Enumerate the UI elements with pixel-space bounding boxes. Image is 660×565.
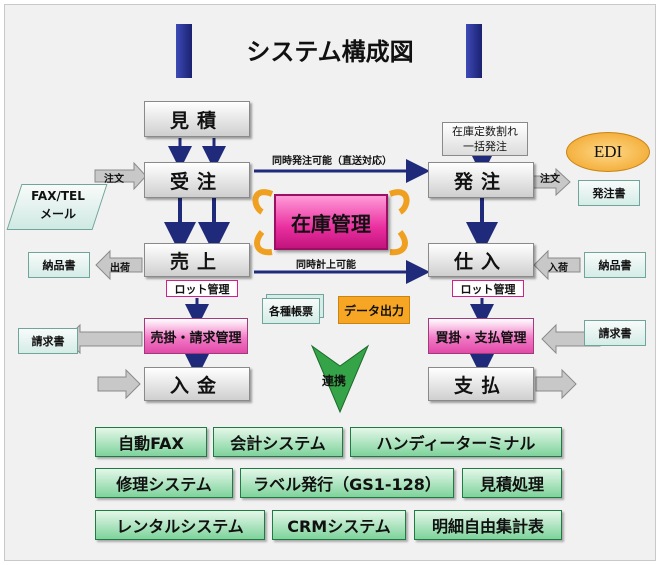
module-label: ラベル発行（GS1-128） — [240, 468, 454, 498]
nohinsho-left: 納品書 — [28, 252, 90, 278]
seikyusho-right: 請求書 — [584, 320, 646, 346]
module-meisai: 明細自由集計表 — [414, 510, 562, 540]
urikake-box: 売掛・請求管理 — [144, 318, 248, 354]
module-shuri: 修理システム — [95, 468, 233, 498]
arrow-nyuka — [533, 249, 581, 281]
curve-arrow-right-bottom — [389, 230, 408, 256]
arrow-shiharai-right — [535, 368, 577, 400]
arrow-fax-chumon — [94, 161, 147, 191]
faxtel-label: FAX/TEL — [31, 189, 85, 203]
title-bar-right — [466, 24, 482, 78]
line-bottom-label: 同時計上可能 — [296, 260, 356, 271]
module-handy: ハンディーターミナル — [350, 427, 562, 457]
module-jidou-fax: 自動FAX — [95, 427, 207, 457]
shiharai-box: 支払 — [428, 367, 534, 401]
curve-arrow-right-top — [388, 189, 410, 215]
zaiko-box: 在庫管理 — [274, 194, 388, 250]
uriage-box: 売上 — [144, 243, 250, 277]
curve-arrow-left-top — [252, 189, 274, 215]
mail-label: メール — [39, 207, 76, 221]
page-title: システム構成図 — [246, 38, 414, 66]
arrow-shukka — [95, 249, 143, 281]
teisu-line-1: 在庫定数割れ — [452, 125, 518, 138]
module-mitsumori: 見積処理 — [462, 468, 562, 498]
hatchusho: 発注書 — [578, 180, 640, 206]
renkei-label: 連携 — [322, 374, 347, 388]
lot-left: ロット管理 — [166, 280, 238, 297]
shukka-label: 出荷 — [110, 263, 130, 274]
nohinsho-right: 納品書 — [584, 252, 646, 278]
teisu-line-2: 一括発注 — [463, 140, 507, 153]
nyuka-label: 入荷 — [548, 263, 568, 274]
reports-box: 各種帳票 — [262, 298, 320, 324]
teisu-box — [442, 122, 528, 156]
line-top-label: 同時発注可能（直送対応） — [272, 156, 392, 167]
seikyusho-left: 請求書 — [18, 328, 78, 354]
curve-arrow-left-bottom — [254, 230, 273, 256]
chumon-right-label: 注文 — [540, 174, 560, 185]
data-out-box: データ出力 — [338, 296, 410, 324]
nyukin-box: 入金 — [144, 367, 250, 401]
module-crm: CRMシステム — [272, 510, 406, 540]
edi-ellipse: EDI — [566, 132, 650, 172]
juchu-box: 受注 — [144, 162, 250, 198]
mitsumori-box: 見積 — [144, 101, 250, 137]
hatchu-box: 発注 — [428, 162, 534, 198]
shiire-box: 仕入 — [428, 243, 534, 277]
chumon-left-label: 注文 — [104, 174, 124, 185]
arrow-nyukin-left — [97, 368, 141, 400]
title-bar-left — [176, 24, 192, 78]
renkei-arrow — [310, 344, 370, 414]
module-kaikei: 会計システム — [213, 427, 343, 457]
module-rental: レンタルシステム — [95, 510, 265, 540]
kaikake-box: 買掛・支払管理 — [428, 318, 534, 354]
lot-right: ロット管理 — [452, 280, 524, 297]
